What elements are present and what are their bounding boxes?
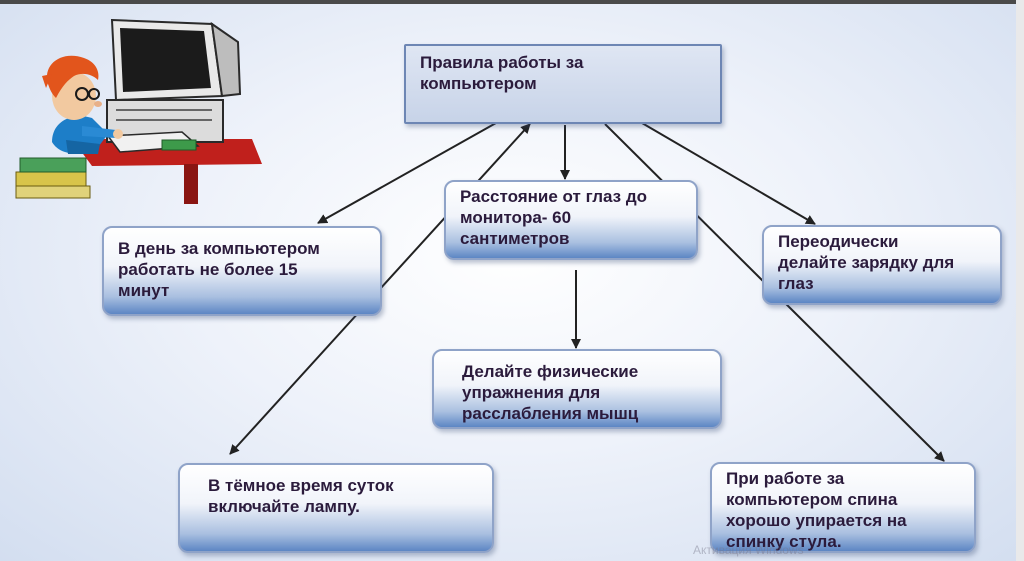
arrow-to-node-3 — [641, 122, 816, 225]
scrollbar[interactable] — [1016, 0, 1024, 561]
boy-at-computer-illustration — [15, 18, 262, 204]
windows-activation-watermark: Активация Windows — [693, 543, 804, 557]
diagram-title: Правила работы за компьютером — [404, 44, 722, 124]
arrow-to-node-1 — [317, 122, 497, 224]
rule-node-lamp: В тёмное время суток включайте лампу. — [178, 463, 494, 553]
rule-node-posture: При работе за компьютером спина хорошо у… — [710, 462, 976, 553]
rule-node-eye-exercise: Переодически делайте зарядку для глаз — [762, 225, 1002, 305]
window-top-edge — [0, 0, 1024, 4]
rule-node-daily-limit: В день за компьютером работать не более … — [102, 226, 382, 316]
rule-node-physical-exercise: Делайте физические упражнения для рассла… — [432, 349, 722, 429]
rule-node-eye-distance: Расстояние от глаз до монитора- 60 санти… — [444, 180, 698, 260]
